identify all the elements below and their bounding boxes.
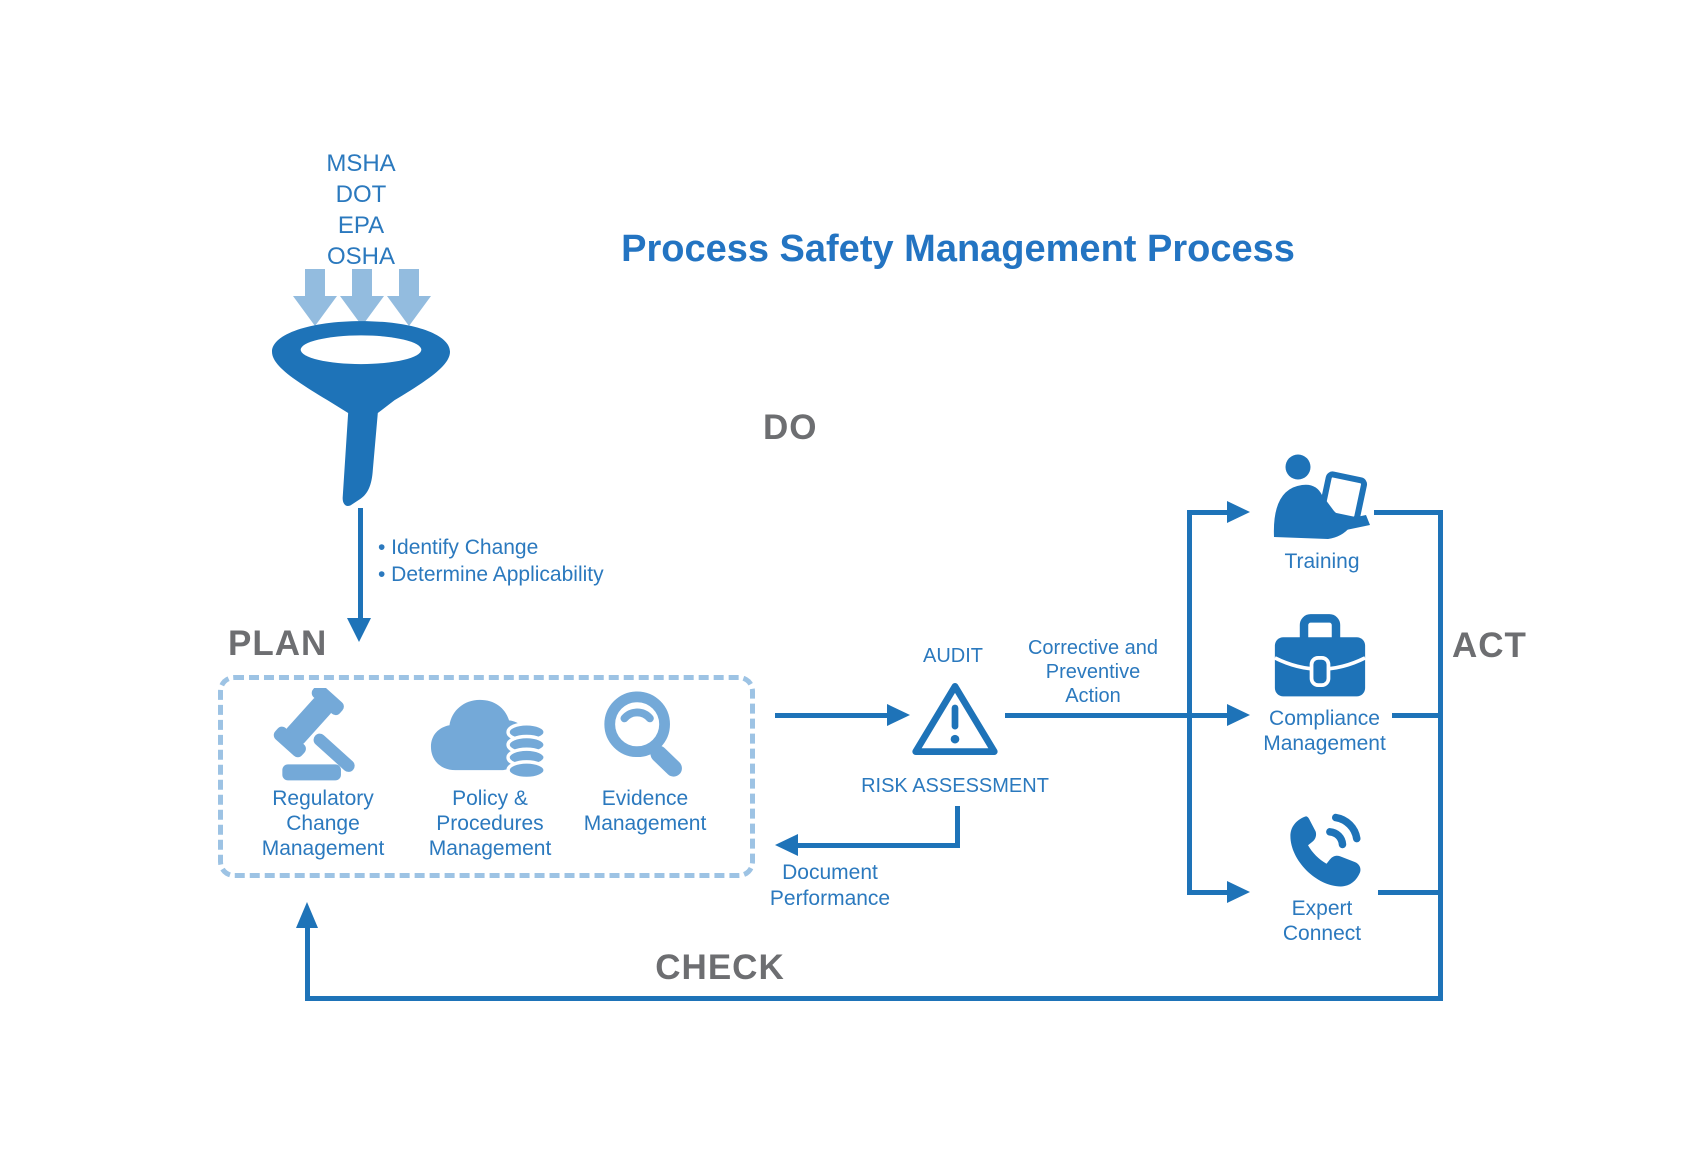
warning-triangle-icon [912, 683, 998, 755]
act-branch-vertical-line [1187, 510, 1192, 895]
check-bottom-line [305, 996, 1443, 1001]
expert-connect-label: Expert Connect [1257, 896, 1387, 946]
funnel-icon [272, 321, 450, 506]
act-loop-vertical-line [1438, 510, 1443, 1001]
page-title: Process Safety Management Process [621, 228, 1295, 270]
phase-plan: PLAN [228, 624, 328, 663]
regulator-osha: OSHA [326, 243, 395, 270]
funnel-to-plan-arrow-line [358, 508, 363, 620]
corrective-action-arrowhead [1227, 704, 1250, 726]
training-right-connector [1374, 510, 1440, 515]
compliance-label: Compliance Management [1252, 706, 1397, 756]
plan-item-label: Change [286, 812, 360, 835]
compliance-right-connector [1392, 713, 1440, 718]
funnel-input-arrows [293, 269, 431, 326]
plan-to-audit-arrow-line [775, 713, 887, 718]
corrective-action-arrow-line [1005, 713, 1227, 718]
document-performance-vertical-line [955, 806, 960, 846]
phone-icon [1290, 813, 1361, 887]
document-performance-line: Performance [769, 887, 891, 910]
cloud-database-icon-holder [410, 686, 570, 786]
plan-item-regulatory-change: Regulatory Change Management [243, 686, 403, 861]
expert-connect-label-line: Connect [1282, 922, 1362, 945]
regulator-msha: MSHA [326, 150, 396, 177]
note-identify-change: • Identify Change [378, 536, 539, 559]
training-icon [1273, 454, 1370, 539]
corrective-action-line: Preventive [1045, 661, 1141, 683]
plan-item-evidence: Evidence Management [565, 686, 725, 836]
compliance-label-line: Management [1263, 732, 1386, 755]
funnel-output-notes: • Identify Change • Determine Applicabil… [378, 534, 604, 588]
document-performance-arrowhead [775, 834, 798, 856]
document-performance-line: Document [782, 861, 878, 884]
corrective-action-label: Corrective and Preventive Action [1013, 636, 1173, 708]
briefcase-icon [1274, 614, 1366, 697]
expert-branch-line [1190, 890, 1227, 895]
training-branch-arrowhead [1227, 501, 1250, 523]
training-branch-line [1190, 510, 1227, 515]
plan-item-label: Management [261, 837, 385, 860]
magnifier-icon [604, 691, 682, 777]
phase-act: ACT [1452, 626, 1527, 665]
plan-item-label: Management [428, 837, 552, 860]
plan-item-label: Procedures [436, 812, 544, 835]
document-performance-label: Document Performance [750, 860, 910, 912]
funnel-to-plan-arrowhead [347, 618, 371, 642]
regulator-dot: DOT [335, 181, 387, 208]
document-performance-arrow-line [798, 843, 960, 848]
down-arrow-icon [340, 269, 384, 326]
expert-right-connector [1378, 890, 1440, 895]
corrective-action-line: Action [1065, 685, 1121, 707]
plan-item-label: Regulatory [272, 787, 374, 810]
plan-item-policy-procedures: Policy & Procedures Management [410, 686, 570, 861]
down-arrow-icon [293, 269, 337, 326]
cloud-database-icon [430, 699, 547, 780]
note-determine-applicability: • Determine Applicability [378, 563, 604, 586]
expert-connect-label-line: Expert [1291, 897, 1353, 920]
plan-item-label: Evidence [601, 787, 689, 810]
regulator-list: MSHA DOT EPA OSHA [300, 148, 422, 272]
plan-to-audit-arrowhead [887, 704, 910, 726]
phase-do: DO [763, 408, 818, 447]
audit-label: AUDIT [923, 645, 983, 667]
plan-item-label: Management [583, 812, 707, 835]
training-label: Training [1284, 550, 1360, 573]
risk-assessment-label: RISK ASSESSMENT [861, 775, 1049, 797]
compliance-label-line: Compliance [1269, 707, 1380, 730]
corrective-action-line: Corrective and [1027, 637, 1159, 659]
phase-check: CHECK [655, 948, 785, 987]
gavel-icon-holder [243, 686, 403, 786]
gavel-icon [273, 688, 355, 781]
magnifier-icon-holder [565, 686, 725, 786]
plan-box [218, 675, 755, 878]
regulator-epa: EPA [337, 212, 385, 239]
down-arrow-icon [387, 269, 431, 326]
expert-branch-arrowhead [1227, 881, 1250, 903]
check-to-plan-arrow-line [305, 928, 310, 998]
plan-item-label: Policy & [452, 787, 528, 810]
check-to-plan-arrowhead [296, 902, 318, 928]
